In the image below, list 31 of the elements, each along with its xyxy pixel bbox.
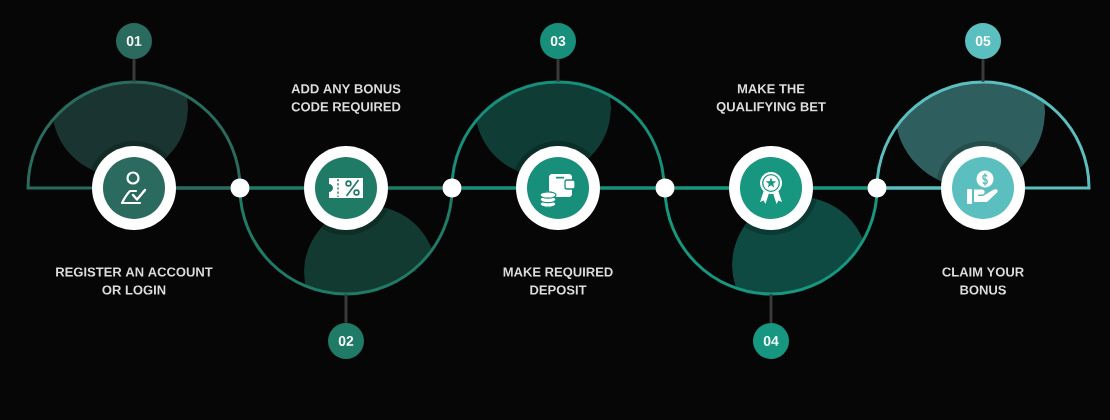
number-badge: 02: [328, 323, 364, 359]
connector-line: [132, 59, 136, 82]
number-badge: 05: [965, 23, 1001, 59]
number-badge: 01: [116, 23, 152, 59]
junction-dot: [867, 178, 887, 198]
connector-line: [556, 59, 560, 82]
icon-circle: [941, 146, 1025, 230]
connector-line: [176, 186, 231, 190]
step-label: MAKE REQUIRED DEPOSIT: [503, 267, 613, 295]
icon-circle: [304, 146, 388, 230]
step-label: REGISTER AN ACCOUNT OR LOGIN: [56, 267, 213, 295]
icon-circle: [92, 146, 176, 230]
connector-line: [388, 186, 443, 190]
connector-line: [249, 186, 304, 190]
junction-dot: [442, 178, 462, 198]
connector-line: [981, 59, 985, 82]
connector-line: [600, 186, 656, 190]
step-label: ADD ANY BONUS CODE REQUIRED: [291, 84, 401, 114]
junction-dot: [230, 178, 250, 198]
number-badge: 04: [753, 323, 789, 359]
number-badge: 03: [540, 23, 576, 59]
icon-circle: [729, 146, 813, 230]
connector-line: [674, 186, 729, 190]
junction-dot: [655, 178, 675, 198]
step-label: CLAIM YOUR BONUS: [942, 267, 1024, 295]
step-label: MAKE THE QUALIFYING BET: [716, 84, 826, 114]
connector-line: [344, 294, 348, 323]
connector-line: [769, 294, 773, 323]
connector-line: [813, 186, 868, 190]
connector-line: [886, 186, 941, 190]
connector-line: [461, 186, 516, 190]
